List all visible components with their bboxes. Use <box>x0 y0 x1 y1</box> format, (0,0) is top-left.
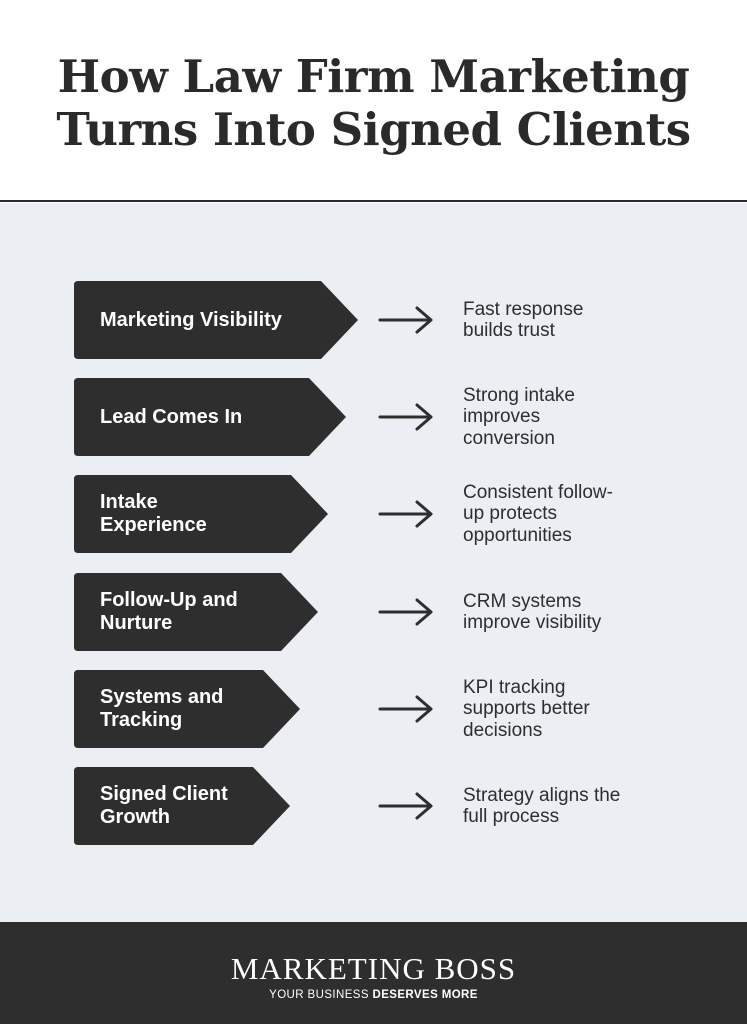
pill-shape <box>74 281 358 359</box>
right-arrow-icon <box>378 500 434 528</box>
page-title-line-1: How Law Firm Marketing <box>57 50 690 103</box>
right-arrow-icon <box>378 695 434 723</box>
step-label-line: Growth <box>100 806 170 828</box>
step-label: Intake Experience <box>100 475 207 553</box>
flow-step-1: Marketing Visibility Fast response build… <box>0 281 747 359</box>
flow-step-3: Intake Experience Consistent follow- up … <box>0 475 747 553</box>
step-label: Lead Comes In <box>100 378 242 456</box>
flow-step-6: Signed Client Growth Strategy aligns the… <box>0 767 747 845</box>
step-result: Strategy aligns the full process <box>463 767 733 845</box>
step-result-line: opportunities <box>463 524 572 546</box>
step-label: Follow-Up and Nurture <box>100 573 238 651</box>
step-result-line: CRM systems <box>463 590 582 612</box>
step-label-line: Nurture <box>100 612 173 634</box>
step-result: Fast response builds trust <box>463 281 733 359</box>
step-result-line: KPI tracking <box>463 676 566 698</box>
right-arrow-icon <box>378 792 434 820</box>
flow-step-5: Systems and Tracking KPI tracking suppor… <box>0 670 747 748</box>
header: How Law Firm Marketing Turns Into Signed… <box>0 0 747 202</box>
step-result: KPI tracking supports better decisions <box>463 670 733 748</box>
right-arrow-icon <box>378 403 434 431</box>
step-pill: Intake Experience <box>74 475 328 553</box>
step-result-line: Consistent follow- <box>463 481 613 503</box>
flow-step-4: Follow-Up and Nurture CRM systems improv… <box>0 573 747 651</box>
step-label: Marketing Visibility <box>100 281 282 359</box>
tagline-bold: DESERVES MORE <box>372 988 478 1001</box>
step-pill: Systems and Tracking <box>74 670 300 748</box>
step-result-line: Strong intake <box>463 384 575 406</box>
step-result-line: builds trust <box>463 320 555 341</box>
tagline-regular: YOUR BUSINESS <box>269 988 373 1001</box>
step-label-line: Intake <box>100 491 158 513</box>
step-result: CRM systems improve visibility <box>463 573 733 651</box>
pill-shape <box>74 378 346 456</box>
pill-shape <box>74 573 318 651</box>
footer: MARKETING BOSS YOUR BUSINESS DESERVES MO… <box>0 922 747 1024</box>
step-pill: Marketing Visibility <box>74 281 358 359</box>
flow-panel: Marketing Visibility Fast response build… <box>0 203 747 922</box>
step-label: Systems and Tracking <box>100 670 223 748</box>
step-label-line: Follow-Up and <box>100 589 238 611</box>
step-result: Strong intake improves conversion <box>463 378 733 456</box>
step-label-line: Experience <box>100 514 207 536</box>
pill-shape <box>74 767 290 845</box>
brand-tagline: YOUR BUSINESS DESERVES MORE <box>269 989 478 1001</box>
page-title-line-2: Turns Into Signed Clients <box>56 103 691 156</box>
step-label-line: Systems and <box>100 686 224 708</box>
pill-shape <box>74 475 328 553</box>
step-result-line: full process <box>463 806 560 827</box>
step-pill: Follow-Up and Nurture <box>74 573 318 651</box>
step-result-line: improves <box>463 406 541 428</box>
step-label-line: Lead Comes In <box>100 405 243 428</box>
step-pill: Signed Client Growth <box>74 767 290 845</box>
step-result: Consistent follow- up protects opportuni… <box>463 475 733 553</box>
step-result-line: improve visibility <box>463 612 602 633</box>
step-result-line: supports better <box>463 698 590 720</box>
step-label-line: Tracking <box>100 709 183 731</box>
step-label-line: Marketing Visibility <box>100 308 282 331</box>
step-label: Signed Client Growth <box>100 767 228 845</box>
step-label-line: Signed Client <box>100 783 228 805</box>
step-pill: Lead Comes In <box>74 378 346 456</box>
right-arrow-icon <box>378 598 434 626</box>
pill-shape <box>74 670 300 748</box>
flow-step-2: Lead Comes In Strong intake improves con… <box>0 378 747 456</box>
step-result-line: conversion <box>463 427 555 449</box>
right-arrow-icon <box>378 306 434 334</box>
step-result-line: Fast response <box>463 298 584 320</box>
step-result-line: decisions <box>463 719 543 741</box>
step-result-line: Strategy aligns the <box>463 784 621 806</box>
step-result-line: up protects <box>463 503 557 525</box>
brand-logo: MARKETING BOSS <box>230 950 517 986</box>
